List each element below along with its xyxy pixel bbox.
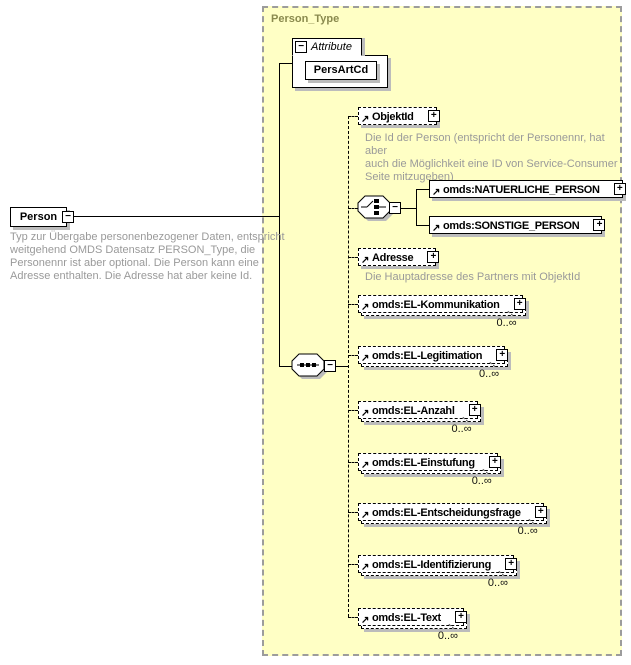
connector-stub — [348, 355, 358, 356]
choice-icon[interactable] — [357, 195, 397, 225]
reference-arrow-icon — [432, 188, 440, 198]
connector-stub — [348, 462, 358, 463]
element-el-einstufung[interactable]: omds:EL-Einstufung — [358, 453, 501, 471]
connector-line — [279, 366, 292, 367]
connector-stub — [348, 257, 358, 258]
connector-line — [416, 189, 429, 190]
element-adresse[interactable]: Adresse — [358, 248, 440, 266]
element-el-anzahl[interactable]: omds:EL-Anzahl — [358, 401, 481, 419]
connector-line — [416, 225, 429, 226]
connector-line — [416, 189, 417, 225]
occurrence-label: 0..∞ — [437, 630, 458, 642]
attribute-tab-label: Attribute — [311, 41, 352, 53]
element-label: omds:EL-Identifizierung — [372, 559, 491, 571]
reference-arrow-icon — [361, 511, 369, 521]
element-person-annotation: Typ zur Übergabe personenbezogener Daten… — [10, 231, 285, 282]
reference-arrow-icon — [361, 461, 369, 471]
reference-arrow-icon — [361, 256, 369, 266]
connector-line — [279, 63, 280, 366]
reference-arrow-icon — [361, 354, 369, 364]
occurrence-label: 0..∞ — [471, 475, 492, 487]
connector-stub — [348, 116, 358, 117]
connector-line — [401, 208, 416, 209]
expand-icon[interactable] — [454, 611, 467, 623]
connector-stub — [348, 512, 358, 513]
collapse-icon[interactable] — [62, 211, 74, 223]
connector-line — [73, 216, 279, 217]
element-person[interactable]: Person — [10, 207, 74, 227]
reference-arrow-icon — [361, 563, 369, 573]
element-label: ObjektId — [372, 111, 414, 123]
element-sonstige-person[interactable]: omds:SONSTIGE_PERSON — [429, 216, 606, 234]
occurrence-label: 0..∞ — [496, 317, 517, 329]
element-label: omds:SONSTIGE_PERSON — [443, 220, 580, 232]
attribute-tab[interactable]: Attribute — [292, 38, 362, 56]
expand-icon[interactable] — [496, 349, 509, 361]
element-el-entscheidungsfrage[interactable]: omds:EL-Entscheidungsfrage — [358, 503, 547, 521]
connector-line — [279, 63, 292, 64]
reference-arrow-icon — [361, 115, 369, 125]
element-adresse-annotation: Die Hauptadresse des Partners mit Objekt… — [365, 271, 581, 283]
element-el-identifizierung[interactable]: omds:EL-Identifizierung — [358, 555, 517, 573]
element-el-text[interactable]: omds:EL-Text — [358, 608, 467, 626]
connector-line — [336, 366, 348, 367]
reference-arrow-icon — [361, 616, 369, 626]
element-label: omds:NATUERLICHE_PERSON — [443, 184, 600, 196]
connector-stub — [348, 304, 358, 305]
element-label: omds:EL-Kommunikation — [372, 299, 500, 311]
expand-icon[interactable] — [427, 251, 440, 263]
element-el-kommunikation[interactable]: omds:EL-Kommunikation — [358, 295, 526, 313]
element-label: Adresse — [372, 252, 414, 264]
attribute-persartcd[interactable]: PersArtCd — [305, 61, 377, 80]
occurrence-label: 0..∞ — [479, 368, 500, 380]
element-label: omds:EL-Anzahl — [372, 405, 455, 417]
expand-icon[interactable] — [613, 183, 626, 195]
element-objektid[interactable]: ObjektId — [358, 107, 440, 125]
choice-collapse-icon[interactable] — [389, 202, 401, 214]
occurrence-label: 0..∞ — [487, 577, 508, 589]
element-objektid-annotation: Die Id der Person (entspricht der Person… — [365, 132, 618, 183]
expand-icon[interactable] — [488, 456, 501, 468]
element-natuerliche-person[interactable]: omds:NATUERLICHE_PERSON — [429, 180, 626, 198]
occurrence-label: 0..∞ — [451, 423, 472, 435]
element-label: omds:EL-Legitimation — [372, 350, 483, 362]
connector-stub — [348, 410, 358, 411]
element-person-label: Person — [19, 211, 58, 223]
element-el-legitimation[interactable]: omds:EL-Legitimation — [358, 346, 509, 364]
element-label: omds:EL-Entscheidungsfrage — [372, 507, 521, 519]
element-label: omds:EL-Einstufung — [372, 457, 475, 469]
expand-icon[interactable] — [593, 219, 606, 231]
connector-stub — [348, 564, 358, 565]
connector-stub — [348, 617, 358, 618]
expand-icon[interactable] — [504, 558, 517, 570]
reference-arrow-icon — [361, 409, 369, 419]
person-type-container: Person_Type — [262, 6, 622, 656]
child-connector-line — [348, 116, 349, 617]
collapse-icon[interactable] — [295, 41, 307, 53]
expand-icon[interactable] — [534, 506, 547, 518]
sequence-collapse-icon[interactable] — [324, 360, 336, 372]
expand-icon[interactable] — [427, 110, 440, 122]
connector-stub — [348, 208, 358, 209]
reference-arrow-icon — [432, 224, 440, 234]
type-title: Person_Type — [271, 13, 340, 25]
occurrence-label: 0..∞ — [517, 525, 538, 537]
element-label: omds:EL-Text — [372, 612, 441, 624]
expand-icon[interactable] — [513, 298, 526, 310]
sequence-icon[interactable] — [291, 353, 331, 383]
reference-arrow-icon — [361, 303, 369, 313]
expand-icon[interactable] — [468, 404, 481, 416]
